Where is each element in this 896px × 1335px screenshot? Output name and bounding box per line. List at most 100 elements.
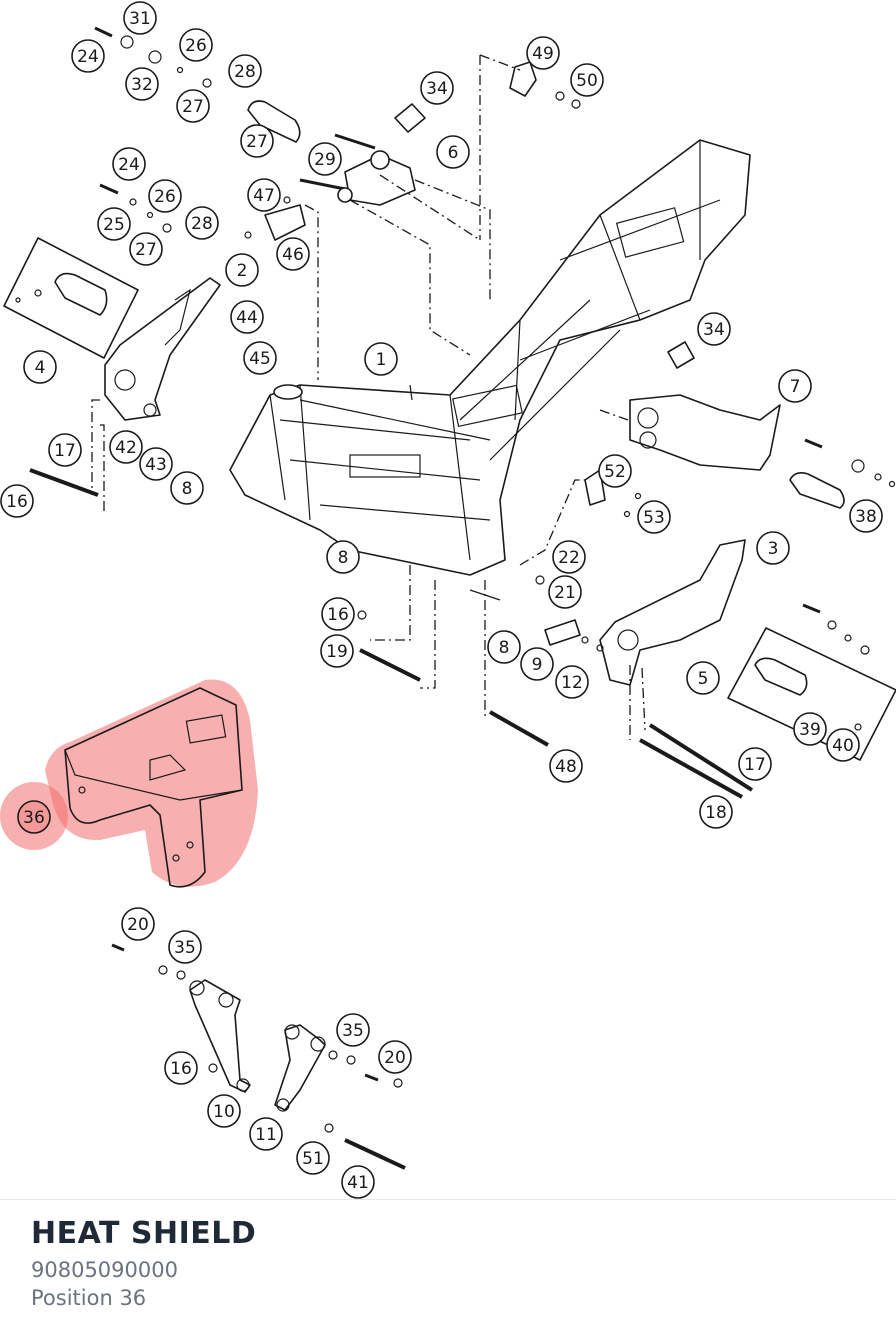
callout-label: 42 (115, 438, 137, 458)
callout-label: 8 (182, 479, 193, 499)
callout-label: 21 (554, 583, 576, 603)
heat-shield-highlight[interactable] (0, 679, 258, 887)
footpeg-right-part[interactable] (789, 472, 845, 509)
callout-26[interactable]: 26 (148, 179, 182, 213)
callout-label: 20 (384, 1048, 406, 1068)
callout-label: 26 (154, 187, 176, 207)
callout-3[interactable]: 3 (756, 531, 790, 565)
callout-52[interactable]: 52 (598, 454, 632, 488)
callout-11[interactable]: 11 (249, 1117, 283, 1151)
callout-label: 5 (698, 669, 709, 689)
link-lever-10-part[interactable] (189, 979, 251, 1093)
callout-label: 27 (182, 97, 204, 117)
callout-43[interactable]: 43 (139, 447, 173, 481)
callout-16[interactable]: 16 (321, 597, 355, 631)
part-number: 90805090000 (31, 1258, 178, 1282)
callout-label: 40 (832, 736, 854, 756)
callout-4[interactable]: 4 (23, 350, 57, 384)
callout-27[interactable]: 27 (176, 89, 210, 123)
callout-36-selected[interactable]: 36 (17, 800, 51, 834)
callout-16[interactable]: 16 (0, 484, 34, 518)
bolt-parts[interactable] (29, 26, 823, 1170)
callout-5[interactable]: 5 (686, 661, 720, 695)
callout-53[interactable]: 53 (637, 500, 671, 534)
callout-46[interactable]: 46 (276, 237, 310, 271)
callout-16[interactable]: 16 (164, 1051, 198, 1085)
callout-27[interactable]: 27 (240, 124, 274, 158)
callout-38[interactable]: 38 (849, 499, 883, 533)
callout-17[interactable]: 17 (738, 747, 772, 781)
callout-20[interactable]: 20 (378, 1040, 412, 1074)
callout-label: 17 (744, 755, 766, 775)
callout-47[interactable]: 47 (247, 178, 281, 212)
callout-7[interactable]: 7 (778, 369, 812, 403)
callout-41[interactable]: 41 (341, 1165, 375, 1199)
callout-label: 43 (145, 455, 167, 475)
callout-24[interactable]: 24 (71, 39, 105, 73)
callout-26[interactable]: 26 (179, 28, 213, 62)
callout-label: 34 (426, 79, 448, 99)
callout-42[interactable]: 42 (109, 430, 143, 464)
callout-35[interactable]: 35 (168, 930, 202, 964)
callout-label: 35 (174, 938, 196, 958)
callout-label: 34 (703, 320, 725, 340)
callout-28[interactable]: 28 (228, 54, 262, 88)
callout-label: 17 (54, 441, 76, 461)
callout-49[interactable]: 49 (526, 36, 560, 70)
callout-29[interactable]: 29 (308, 142, 342, 176)
link-lever-11-part[interactable] (274, 1024, 326, 1112)
right-footpeg-bracket-part[interactable] (629, 394, 781, 471)
callout-45[interactable]: 45 (243, 341, 277, 375)
right-footrest-bracket-part[interactable] (599, 539, 746, 686)
callout-1[interactable]: 1 (364, 342, 398, 376)
callout-39[interactable]: 39 (793, 712, 827, 746)
callout-label: 7 (790, 377, 801, 397)
callout-19[interactable]: 19 (320, 634, 354, 668)
callout-label: 16 (327, 605, 349, 625)
callout-44[interactable]: 44 (230, 300, 264, 334)
callout-25[interactable]: 25 (97, 207, 131, 241)
callout-label: 27 (246, 132, 268, 152)
callout-34[interactable]: 34 (420, 71, 454, 105)
callout-label: 16 (170, 1059, 192, 1079)
callout-label: 51 (302, 1149, 324, 1169)
callout-48[interactable]: 48 (549, 749, 583, 783)
main-frame-part[interactable] (229, 139, 751, 601)
callout-label: 3 (768, 539, 779, 559)
callout-8[interactable]: 8 (326, 540, 360, 574)
callout-10[interactable]: 10 (207, 1094, 241, 1128)
callout-label: 1 (376, 350, 387, 370)
small-hardware (120, 35, 896, 1133)
callout-8[interactable]: 8 (487, 630, 521, 664)
callout-32[interactable]: 32 (125, 67, 159, 101)
callout-28[interactable]: 28 (185, 206, 219, 240)
callout-17[interactable]: 17 (48, 433, 82, 467)
callout-22[interactable]: 22 (552, 540, 586, 574)
callout-label: 19 (326, 642, 348, 662)
callout-34[interactable]: 34 (697, 312, 731, 346)
callout-18[interactable]: 18 (699, 795, 733, 829)
footpeg-right-box[interactable] (727, 627, 896, 761)
callout-40[interactable]: 40 (826, 728, 860, 762)
callout-35[interactable]: 35 (336, 1013, 370, 1047)
footpeg-left-box[interactable] (3, 237, 139, 359)
callout-50[interactable]: 50 (570, 63, 604, 97)
callout-8[interactable]: 8 (170, 471, 204, 505)
heat-shield-part[interactable] (64, 687, 243, 888)
callout-21[interactable]: 21 (548, 575, 582, 609)
callout-2[interactable]: 2 (225, 253, 259, 287)
callout-9[interactable]: 9 (520, 647, 554, 681)
callout-label: 26 (185, 36, 207, 56)
callout-24[interactable]: 24 (112, 147, 146, 181)
callout-51[interactable]: 51 (296, 1141, 330, 1175)
callout-12[interactable]: 12 (555, 665, 589, 699)
left-footpeg-bracket-part[interactable] (104, 277, 221, 421)
callout-20[interactable]: 20 (121, 907, 155, 941)
callout-6[interactable]: 6 (436, 135, 470, 169)
callout-31[interactable]: 31 (123, 1, 157, 35)
footpeg-upper-left-part[interactable] (247, 100, 301, 143)
callout-27[interactable]: 27 (129, 232, 163, 266)
callout-label: 53 (643, 508, 665, 528)
callout-label: 20 (127, 915, 149, 935)
callout-label: 36 (23, 808, 45, 828)
